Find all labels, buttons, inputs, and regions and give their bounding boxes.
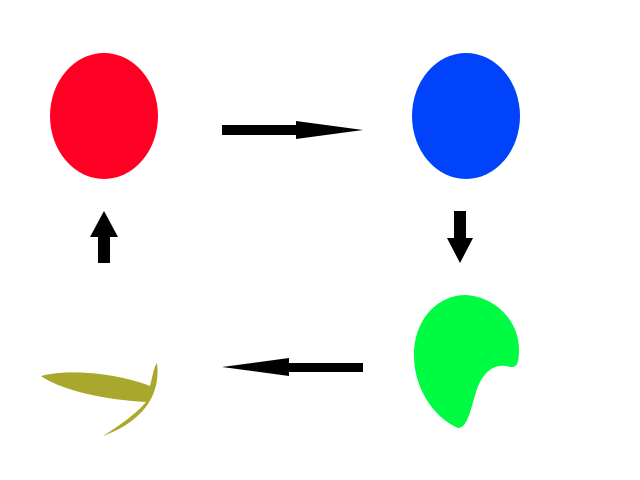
arrow-down <box>447 211 473 263</box>
green-blob-shape <box>414 295 519 428</box>
red-oval-shape <box>50 53 158 179</box>
arrow-up <box>90 211 118 263</box>
blue-oval-shape <box>412 53 520 179</box>
arrow-right <box>222 121 363 139</box>
arrow-left <box>222 358 363 376</box>
olive-crescent-shape <box>41 363 158 436</box>
